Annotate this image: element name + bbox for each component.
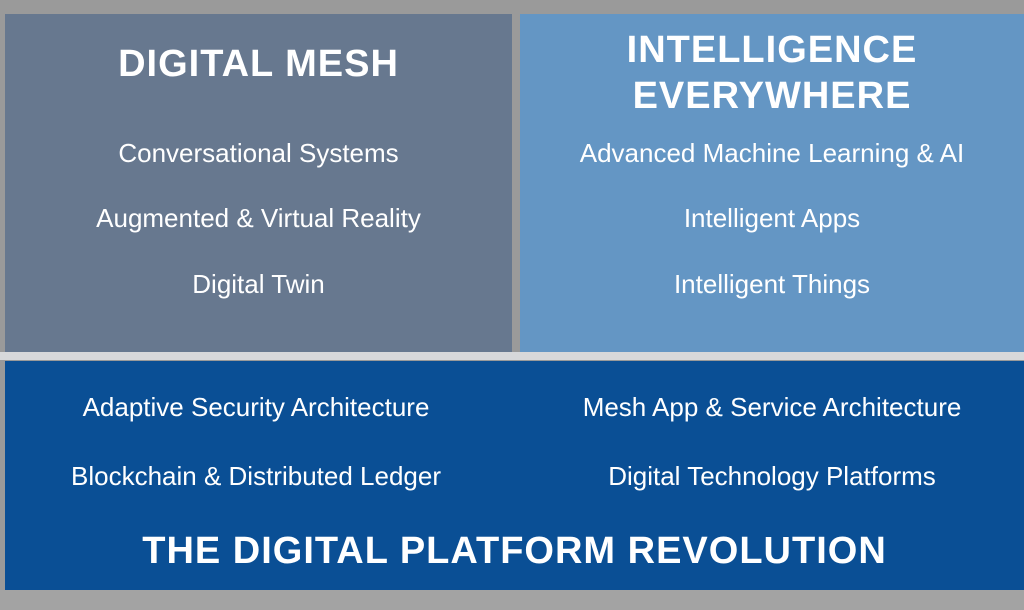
digital-mesh-item-ar-vr: Augmented & Virtual Reality bbox=[96, 203, 421, 233]
intelligence-title-line1: INTELLIGENCE bbox=[626, 29, 918, 71]
digital-platform-panel: Adaptive Security Architecture Blockchai… bbox=[5, 361, 1024, 590]
intelligence-item-things: Intelligent Things bbox=[673, 269, 871, 299]
digital-mesh-panel: DIGITAL MESH Conversational Systems Augm… bbox=[5, 14, 512, 352]
digital-platform-title: THE DIGITAL PLATFORM REVOLUTION bbox=[142, 530, 887, 572]
platform-item-mesh-app: Mesh App & Service Architecture bbox=[582, 392, 962, 422]
intelligence-item-ml-ai: Advanced Machine Learning & AI bbox=[579, 138, 965, 168]
top-border bbox=[0, 0, 1024, 12]
intelligence-everywhere-panel: INTELLIGENCE EVERYWHERE Advanced Machine… bbox=[520, 14, 1024, 352]
bottom-border bbox=[0, 590, 1024, 610]
platform-item-adaptive-security: Adaptive Security Architecture bbox=[82, 392, 430, 422]
digital-mesh-item-digital-twin: Digital Twin bbox=[192, 269, 325, 299]
platform-item-blockchain: Blockchain & Distributed Ledger bbox=[71, 461, 441, 491]
digital-mesh-title: DIGITAL MESH bbox=[118, 43, 399, 85]
platform-item-digital-tech: Digital Technology Platforms bbox=[608, 461, 936, 491]
intelligence-item-apps: Intelligent Apps bbox=[683, 203, 861, 233]
panel-divider bbox=[0, 352, 1024, 360]
intelligence-title-line2: EVERYWHERE bbox=[632, 75, 912, 117]
digital-mesh-item-conversational: Conversational Systems bbox=[118, 138, 399, 168]
